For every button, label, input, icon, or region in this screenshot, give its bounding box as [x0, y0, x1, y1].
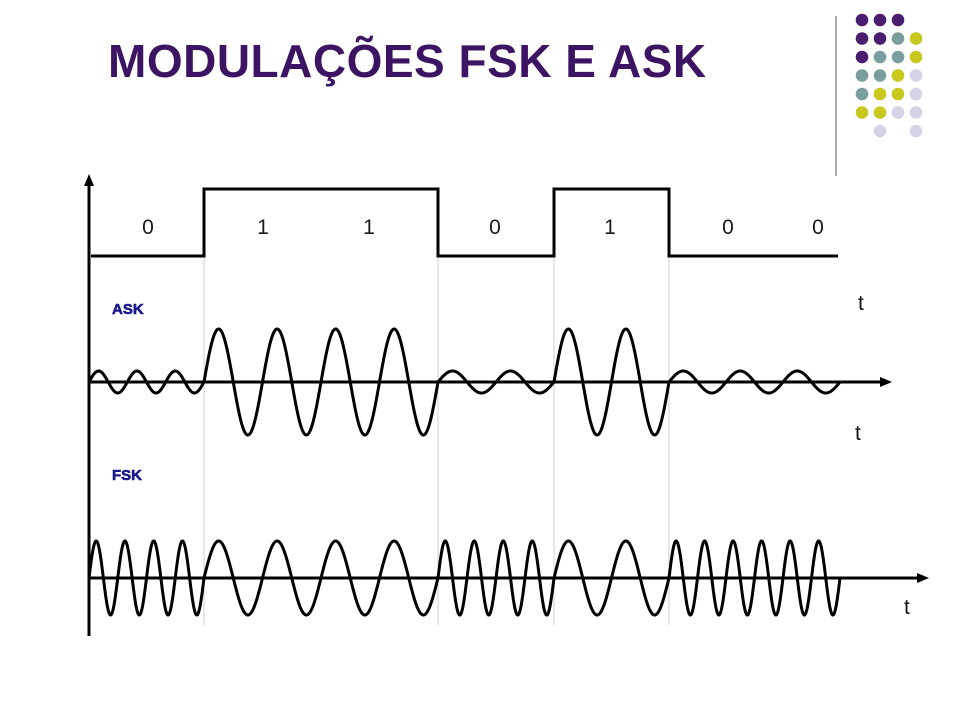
bit-label: 1 — [363, 216, 375, 239]
decorative-dot — [873, 32, 887, 45]
bit-label: 0 — [812, 216, 824, 239]
ask-time-axis-arrow — [880, 377, 892, 387]
decorative-dot — [855, 50, 869, 64]
decorative-dot — [855, 32, 869, 45]
decorative-dot — [855, 106, 869, 119]
decorative-dot — [855, 87, 869, 101]
fsk-time-axis-arrow — [917, 573, 929, 583]
bit-label: 0 — [722, 216, 734, 239]
bit-label: 0 — [142, 216, 154, 239]
bit-label: 1 — [257, 216, 269, 239]
digital-signal — [91, 187, 838, 258]
ask-waveform — [87, 327, 842, 437]
decorative-dot — [909, 69, 923, 82]
decorative-dot — [855, 69, 869, 82]
decorative-dot — [891, 106, 905, 119]
decorative-dot — [873, 87, 887, 101]
decorative-dot — [891, 32, 905, 45]
digital-time-label: t — [858, 292, 864, 315]
ask-label: ASK — [112, 301, 144, 318]
decorative-dot — [873, 106, 887, 119]
decorative-dot — [873, 69, 887, 82]
decorative-dot — [909, 50, 923, 64]
vertical-axis-arrow — [84, 174, 94, 186]
decorative-dot — [873, 50, 887, 64]
decorative-dot — [891, 69, 905, 82]
decorative-dot — [855, 13, 869, 27]
bit-boundary-lines — [203, 255, 670, 625]
decorative-dot — [891, 87, 905, 101]
ask-time-label: t — [855, 422, 861, 445]
fsk-waveform — [87, 539, 842, 617]
bit-label: 0 — [489, 216, 501, 239]
decorative-dot — [891, 13, 905, 27]
decorative-dot — [909, 124, 923, 138]
fsk-time-label: t — [904, 596, 910, 619]
decorative-dot — [873, 13, 887, 27]
fsk-label: FSK — [112, 467, 142, 484]
bit-label: 1 — [604, 216, 616, 239]
decorative-dot — [909, 87, 923, 101]
decorative-dot — [873, 124, 887, 138]
decorative-dot — [909, 106, 923, 119]
decorative-dot — [891, 50, 905, 64]
decorative-dot — [909, 32, 923, 45]
bit-labels: 0 1 1 0 1 0 0 — [142, 216, 824, 239]
slide-title: MODULAÇÕES FSK E ASK — [108, 35, 707, 87]
